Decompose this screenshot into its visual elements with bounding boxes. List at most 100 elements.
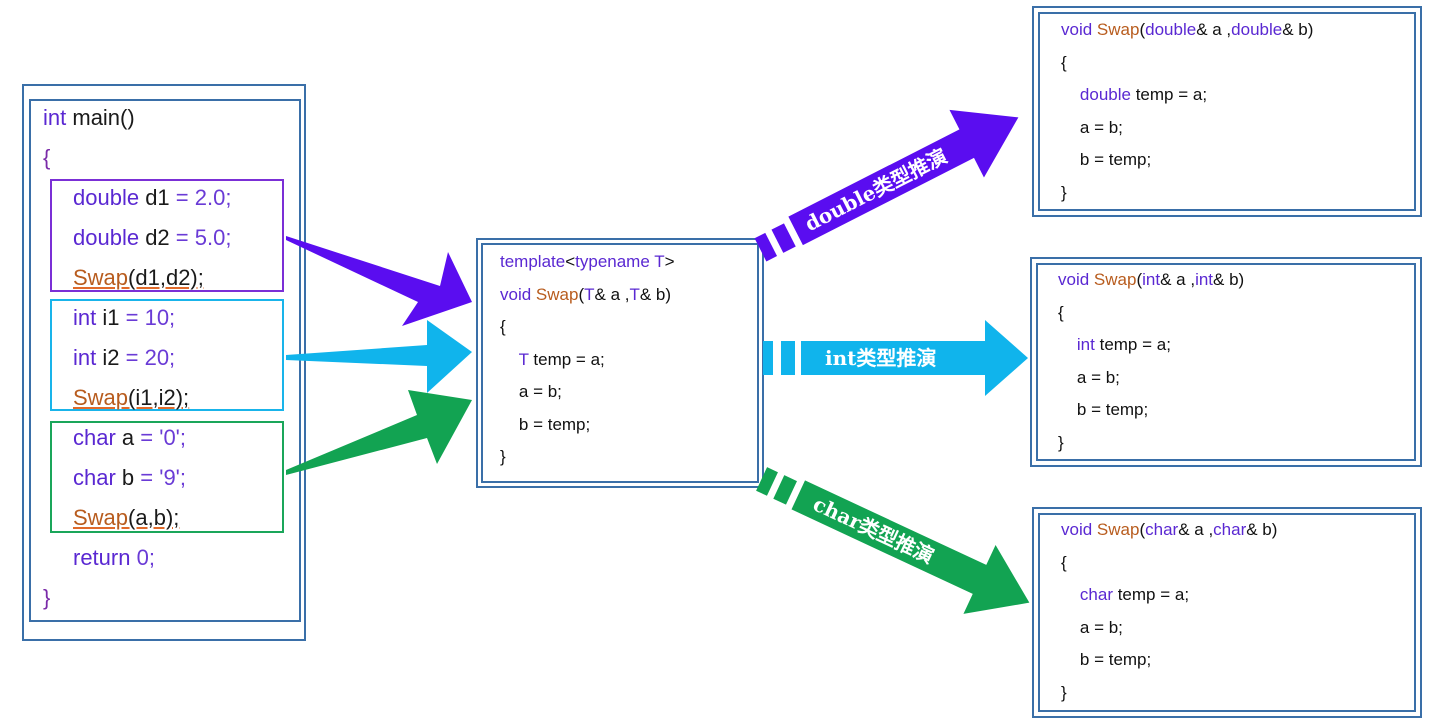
code-token: int [1076,335,1095,354]
code-line: a = b; [1061,112,1313,145]
code-line: char b = '9'; [43,458,231,498]
code-token: temp = a; [528,349,605,369]
code-token: a = b; [1058,367,1120,387]
code-token: & a , [1160,270,1196,289]
code-token: a = b; [1061,617,1123,637]
code-line: double temp = a; [1061,79,1313,112]
code-token: i1 [96,305,126,330]
code-token: char [1079,585,1113,604]
code-token: double [1231,20,1283,39]
char-instance-outer-frame [1032,507,1422,718]
code-token: 5.0; [188,225,232,250]
code-token: double [1079,85,1131,104]
int-instance-inner-frame [1036,263,1416,461]
code-token: d1 [139,185,176,210]
code-line: } [500,441,675,474]
code-token: & a , [594,284,630,304]
code-token: d2 [139,225,176,250]
code-token: Swap [73,265,129,290]
code-token: Swap [1093,270,1137,289]
code-token: { [500,317,506,336]
code-token: return [73,545,131,570]
double-group-box [50,179,284,292]
code-line: char a = '0'; [43,418,231,458]
double-arrow-label: double类型推演 [801,144,951,236]
int-group-box [50,299,284,411]
code-token: char [1213,520,1247,539]
code-line: } [1058,427,1244,460]
code-token: (a,b); [128,505,180,530]
code-token: } [1061,682,1067,702]
code-token: = [140,465,154,490]
code-line: b = temp; [500,409,675,442]
code-line: { [1061,47,1313,80]
code-token: T [629,284,640,304]
template-inner-frame [481,243,759,483]
code-token: } [43,585,51,610]
double-to-template-arrow [286,236,472,326]
code-token: = [140,425,154,450]
code-line: a = b; [1058,362,1244,395]
code-line: { [500,311,675,344]
code-token: (i1,i2); [128,385,190,410]
char-inference-arrow: char类型推演 [756,467,1030,614]
code-line: { [1058,297,1244,330]
code-line: template<typename T> [500,246,675,279]
code-token: Swap [73,385,129,410]
code-line: { [1061,547,1277,580]
code-line: Swap(a,b); [43,498,231,538]
char-to-template-arrow [286,390,472,475]
code-token: void [500,284,532,304]
code-token: char [1145,520,1179,539]
code-line: Swap(i1,i2); [43,378,231,418]
code-line: a = b; [1061,612,1277,645]
code-token: & b) [1282,20,1314,39]
code-token: i2 [96,345,126,370]
code-token: temp = a; [1130,85,1208,104]
code-token: a = b; [500,382,562,401]
main-function-outer-frame [22,84,306,641]
char-instance-inner-frame [1038,513,1416,712]
code-token: '9'; [153,465,186,490]
int-swap-code: void Swap(int& a ,int& b){ int temp = a;… [1058,264,1244,459]
code-token: 0; [130,545,155,570]
code-token: (d1,d2); [128,265,204,290]
char-swap-code: void Swap(char& a ,char& b){ char temp =… [1061,514,1277,709]
code-token: } [500,447,506,466]
int-inference-arrow: int类型推演 [763,320,1028,396]
code-token: & b) [1213,270,1245,289]
code-token: double [73,185,140,210]
int-to-template-arrow [286,320,472,393]
code-token: & b) [1246,520,1278,539]
code-line: T temp = a; [500,344,675,377]
code-line: char temp = a; [1061,579,1277,612]
double-instance-outer-frame [1032,6,1422,217]
code-line: void Swap(T& a ,T& b) [500,279,675,312]
code-token: Swap [1096,20,1140,39]
code-token: '0'; [153,425,186,450]
code-token: T [518,349,529,369]
code-token: ( [578,284,585,304]
code-line: int i2 = 20; [43,338,231,378]
code-line: b = temp; [1058,394,1244,427]
code-token: = [125,305,139,330]
code-token: double [73,225,140,250]
code-token: & b) [639,284,672,304]
code-line: a = b; [500,376,675,409]
template-swap-code: template<typename T>void Swap(T& a ,T& b… [500,246,675,474]
code-token: { [1061,552,1067,572]
code-token: { [1061,52,1067,72]
code-token: int [1142,270,1161,289]
code-token: b [115,465,141,490]
code-line: int main() [43,98,231,138]
code-token: 10; [138,305,176,330]
code-line: void Swap(double& a ,double& b) [1061,14,1313,47]
code-token: b = temp; [1061,650,1152,669]
double-instance-inner-frame [1038,12,1416,211]
code-token: char [73,465,116,490]
code-line: int temp = a; [1058,329,1244,362]
code-token: void [1061,20,1093,39]
code-token: b = temp; [500,414,591,434]
code-token: void [1058,270,1090,289]
